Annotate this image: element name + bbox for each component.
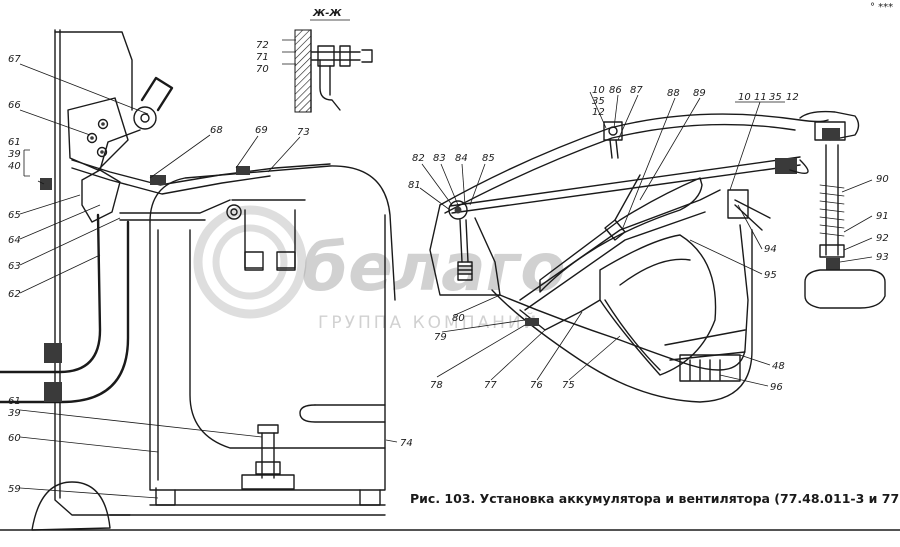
callout-74: 74: [400, 438, 413, 449]
corner-mark: ° ***: [870, 2, 893, 13]
callout-62: 62: [8, 289, 21, 300]
leader-lines: [19, 39, 873, 499]
watermark-subtitle: ГРУППА КОМПАНИЙ: [318, 311, 539, 333]
callout-67: 67: [8, 54, 21, 65]
callout-90: 90: [876, 174, 889, 185]
callout-82: 82: [412, 153, 425, 164]
callout-78: 78: [430, 380, 443, 391]
callout-numbers: 67 66 61 39 40 68 69 73 72 71 70 65 64 6…: [8, 40, 889, 495]
callout-76: 76: [530, 380, 543, 391]
callout-11: 11: [754, 92, 767, 103]
callout-86: 86: [609, 85, 622, 96]
callout-39-lower: 39: [8, 408, 21, 419]
top-sheet: [40, 76, 331, 223]
callout-81: 81: [408, 180, 421, 191]
callout-61: 61: [8, 137, 21, 148]
callout-12: 12: [592, 107, 605, 118]
callout-91: 91: [876, 211, 889, 222]
figure-caption: Рис. 103. Установка аккумулятора и венти…: [410, 491, 900, 506]
callout-35: 35: [592, 96, 605, 107]
callout-39: 39: [8, 149, 21, 160]
callout-73: 73: [297, 127, 310, 138]
callout-71: 71: [256, 52, 269, 63]
fan-assembly: [429, 113, 829, 403]
callout-84: 84: [455, 153, 468, 164]
callout-10: 10: [592, 85, 605, 96]
callout-10-right: 10: [738, 92, 751, 103]
battery: [149, 165, 396, 506]
section-view: Ж-Ж: [294, 8, 373, 113]
callout-96: 96: [770, 382, 783, 393]
callout-64: 64: [8, 235, 21, 246]
callout-65: 65: [8, 210, 21, 221]
clamp-screw: [799, 110, 886, 309]
callout-35-right: 35: [769, 92, 782, 103]
callout-95: 95: [764, 270, 777, 281]
watermark: белаго ГРУППА КОМПАНИЙ: [193, 205, 566, 333]
callout-83: 83: [433, 153, 446, 164]
callout-70: 70: [256, 64, 269, 75]
callout-88: 88: [667, 88, 680, 99]
callout-93: 93: [876, 252, 889, 263]
callout-69: 69: [255, 125, 268, 136]
callout-66: 66: [8, 100, 21, 111]
callout-85: 85: [482, 153, 495, 164]
callout-77: 77: [484, 380, 497, 391]
callout-61-lower: 61: [8, 396, 21, 407]
callout-63: 63: [8, 261, 21, 272]
frame-and-pipe: [0, 29, 900, 531]
callout-12-right: 12: [786, 92, 799, 103]
section-label: Ж-Ж: [312, 8, 342, 19]
callout-60: 60: [8, 433, 21, 444]
callout-79: 79: [434, 332, 447, 343]
callout-59: 59: [8, 484, 21, 495]
callout-94: 94: [764, 244, 777, 255]
callout-72: 72: [256, 40, 269, 51]
callout-89: 89: [693, 88, 706, 99]
callout-80: 80: [452, 313, 465, 324]
callout-92: 92: [876, 233, 889, 244]
callout-68: 68: [210, 125, 223, 136]
callout-87: 87: [630, 85, 643, 96]
callout-48: 48: [772, 361, 785, 372]
callout-75: 75: [562, 380, 575, 391]
callout-40: 40: [8, 161, 21, 172]
